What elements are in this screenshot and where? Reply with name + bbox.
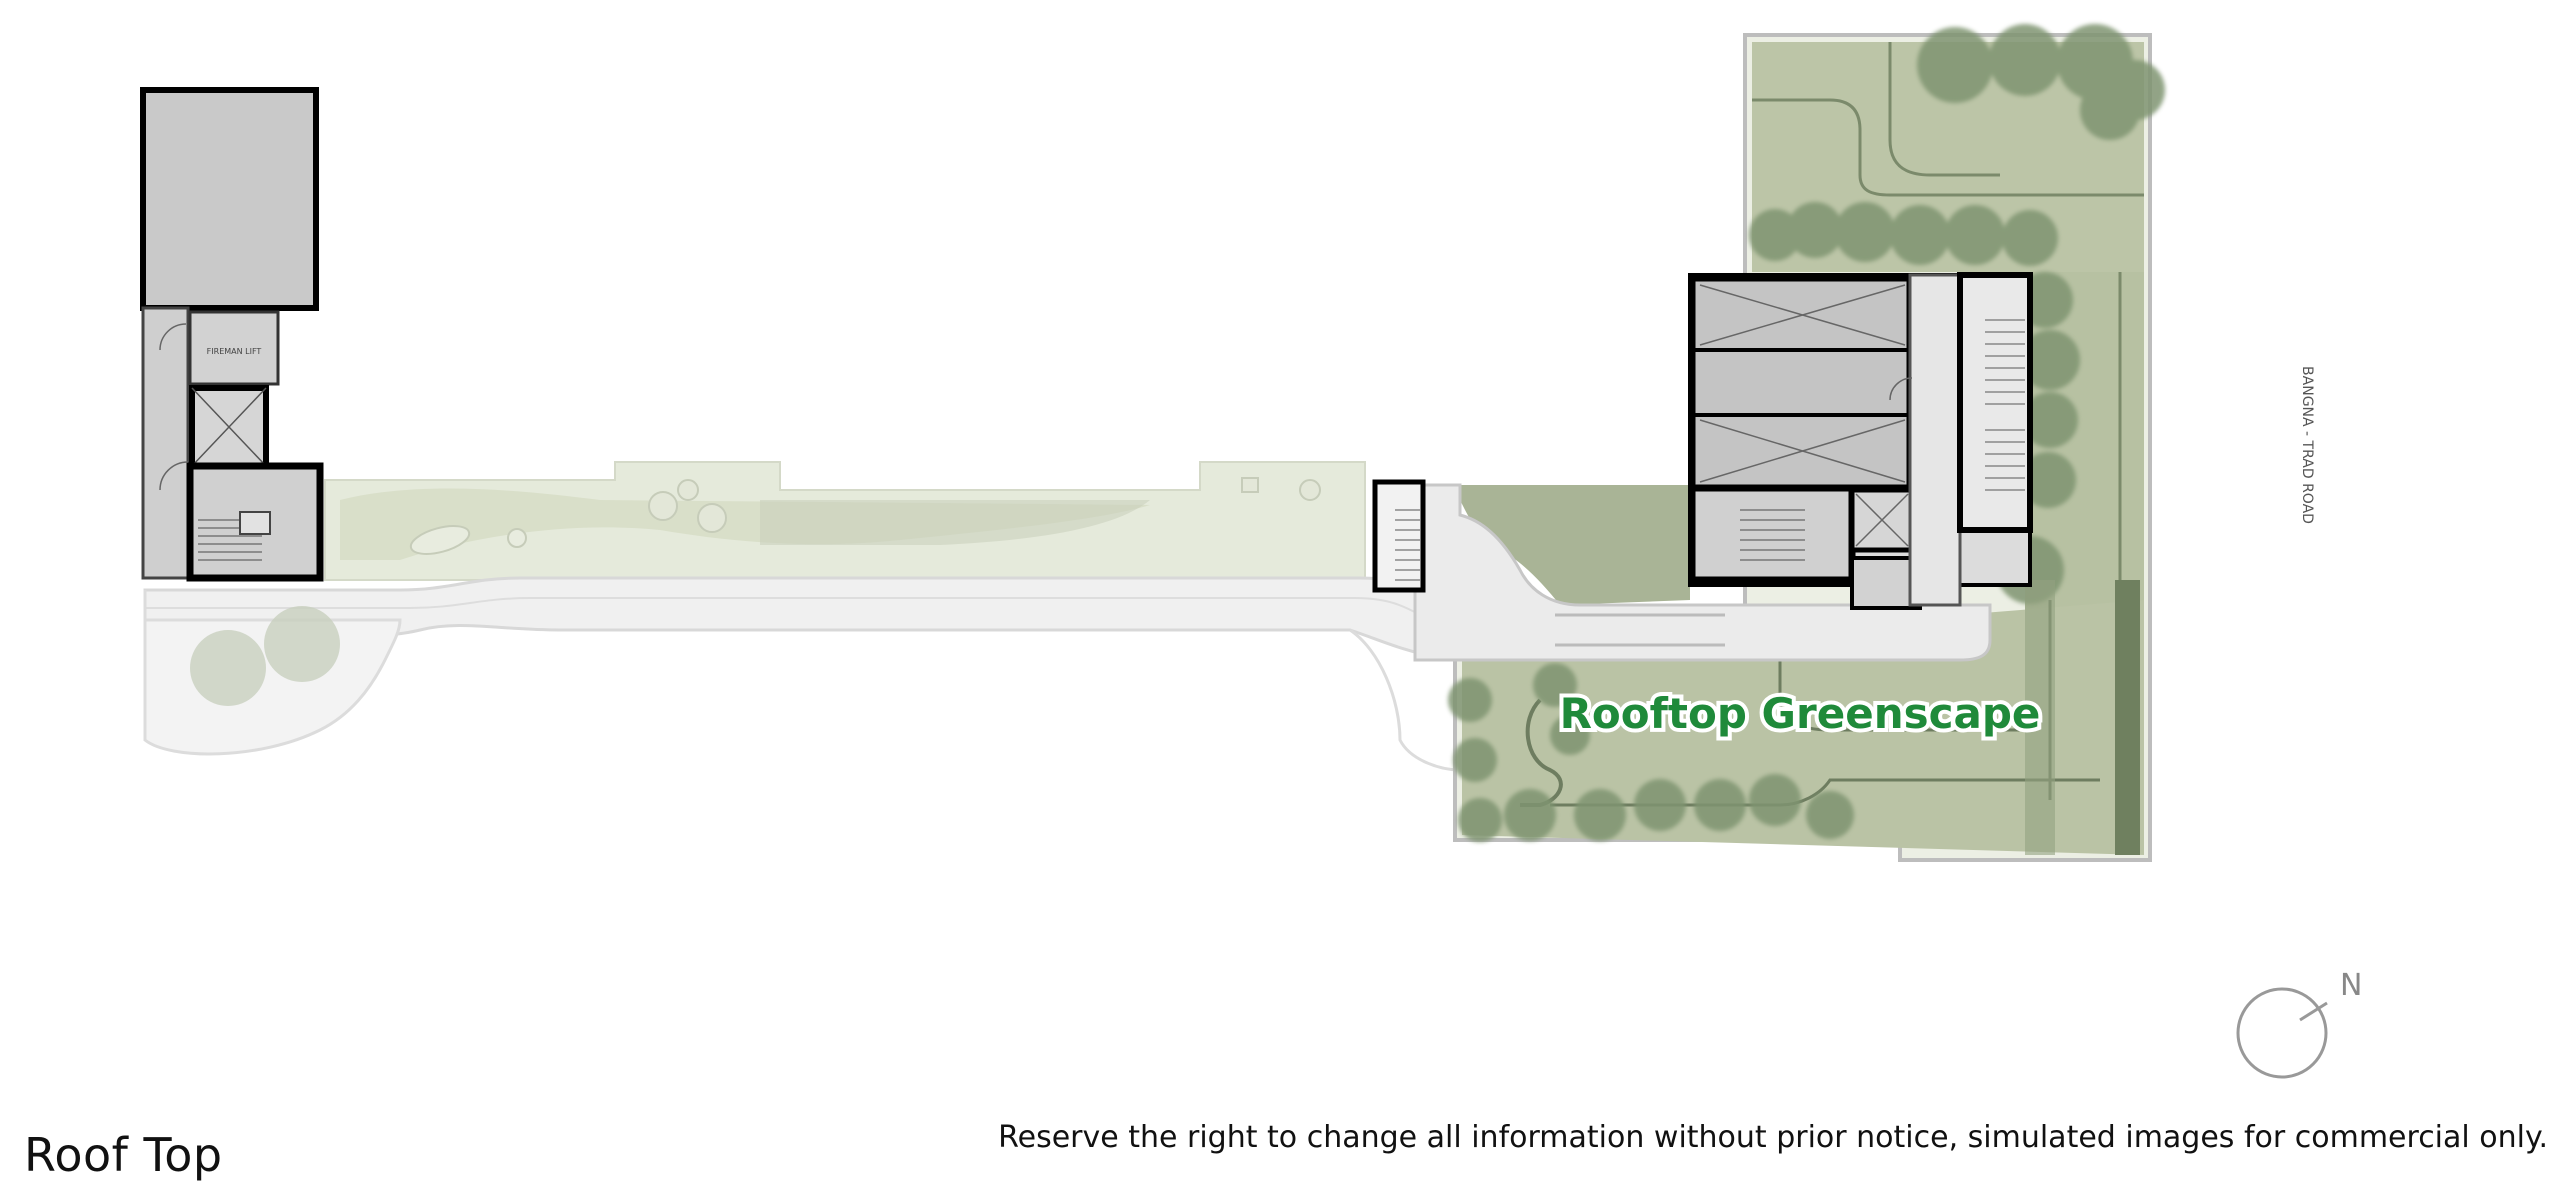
left-lift-cross-b <box>191 387 267 467</box>
north-path-line-1 <box>1752 98 2144 197</box>
right-east-stair-steps <box>1985 319 2025 491</box>
east-planter-strip <box>2115 580 2140 855</box>
tree-canopies <box>1448 24 2165 842</box>
left-terrace-tree-2 <box>264 606 340 682</box>
road-label: BANGNA - TRAD ROAD <box>2299 366 2315 524</box>
fireman-lift-label: FIREMAN LIFT <box>207 347 262 356</box>
left-door-swing <box>159 461 189 491</box>
fireman-lift-room <box>188 310 280 386</box>
right-entry-stair <box>1372 479 1426 593</box>
bridge-seat-5 <box>1299 479 1321 501</box>
right-tower-core <box>1688 272 2033 610</box>
bridge-garden <box>143 461 1461 772</box>
bridge-seat-1 <box>648 491 678 521</box>
bridge-green-band <box>760 500 1150 545</box>
rooftop-greenscape-label: Rooftop Greenscape <box>1560 689 2041 738</box>
left-door-swing-2 <box>159 323 187 351</box>
right-door-swing <box>1889 377 1913 401</box>
right-terrace-curve <box>1349 628 1461 772</box>
right-lift-crosses <box>1699 284 1906 483</box>
bridge-seat-4 <box>1241 477 1259 493</box>
bridge-seat-2 <box>697 503 727 533</box>
south-path-line-1 <box>1520 698 1563 807</box>
south-path-line-3 <box>1778 650 2030 732</box>
left-stair-steps <box>198 519 262 561</box>
north-arrow <box>2236 987 2328 1079</box>
left-core-corridor <box>141 306 190 580</box>
right-stair-steps <box>1740 509 1805 561</box>
bridge-pod-1 <box>409 525 471 555</box>
left-tower-roof <box>140 87 319 311</box>
north-label: N <box>2340 968 2363 1003</box>
left-tower-core: FIREMAN LIFT <box>140 87 324 582</box>
left-small-unit <box>239 511 271 535</box>
south-planter-strip <box>2025 580 2055 855</box>
left-terrace-tree-1 <box>190 630 266 706</box>
bridge-seat-3 <box>677 479 699 501</box>
bridge-walkway-edge <box>145 597 1431 621</box>
right-small-lift-cross-b <box>1855 493 1909 547</box>
inner-court-lawn <box>1460 485 1690 605</box>
right-stair-well <box>1688 484 1856 584</box>
disclaimer-text: Reserve the right to change all informat… <box>998 1120 2548 1155</box>
bridge-pod-2 <box>507 528 527 548</box>
right-lift-block <box>1688 274 1914 492</box>
compass-needle-icon <box>2299 1001 2328 1022</box>
north-path-line-2 <box>1888 42 2000 177</box>
right-east-stair <box>1957 272 2033 533</box>
compass-circle-icon <box>2236 987 2328 1079</box>
right-entry-stair-steps <box>1395 509 1420 581</box>
right-core-corridor <box>1908 273 1962 607</box>
page-title: Roof Top <box>24 1128 223 1182</box>
